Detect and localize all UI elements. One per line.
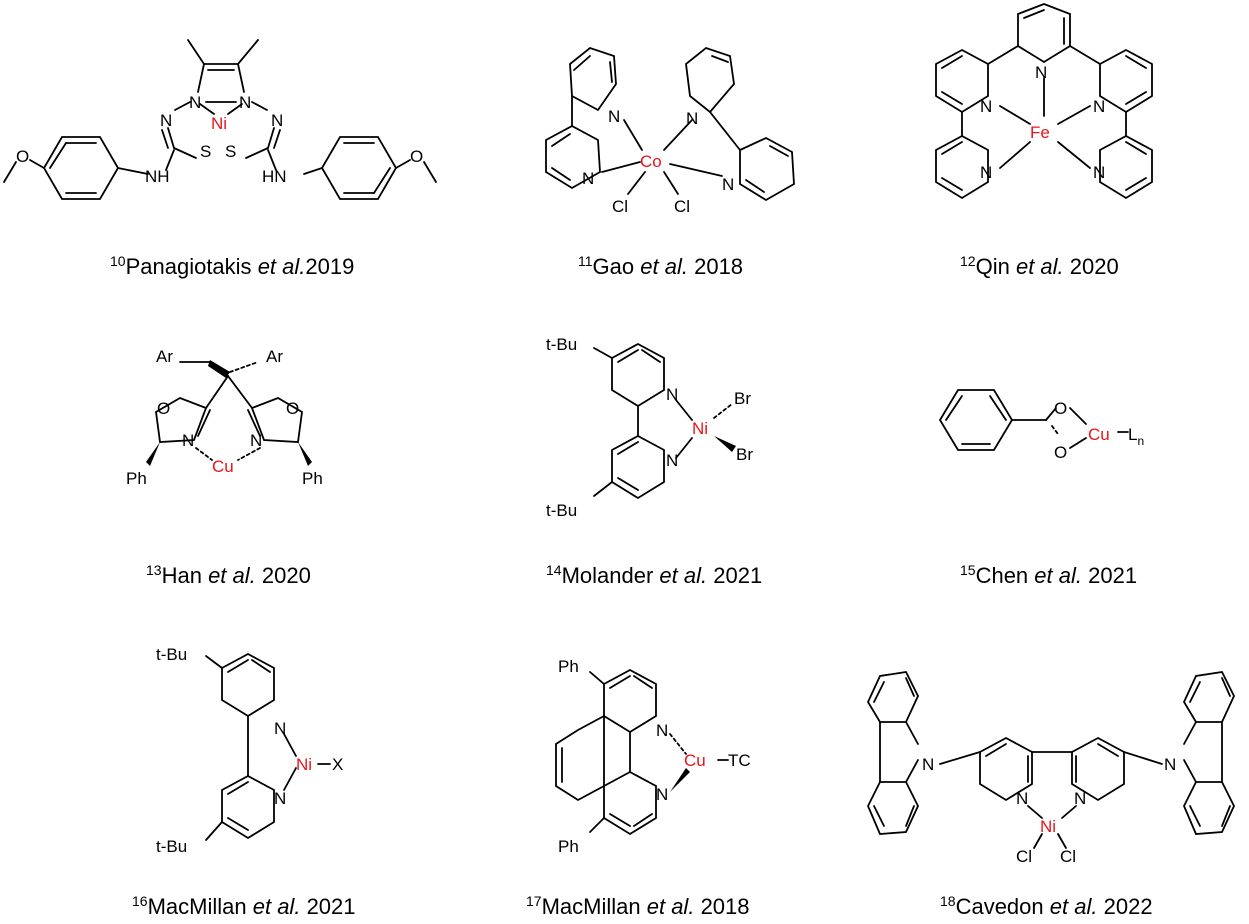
atom-label: N xyxy=(239,93,251,112)
structure-chen-2021: O O Cu Ln xyxy=(938,389,1144,462)
atom-label: N xyxy=(922,755,934,774)
atom-label: Ph xyxy=(302,469,323,488)
caption-han: 13Han et al. 2020 xyxy=(146,562,311,588)
atom-label: N xyxy=(182,431,194,450)
atom-label: Ln xyxy=(1128,425,1144,448)
atom-label: O xyxy=(286,399,299,418)
atom-label: Ph xyxy=(558,837,579,856)
atom-label: N xyxy=(656,721,668,740)
structure-cavedon-2022: N N N N Ni Cl Cl xyxy=(866,671,1235,866)
atom-label: N xyxy=(666,385,678,404)
atom-label: O xyxy=(1054,399,1067,418)
atom-label: Cl xyxy=(674,197,690,216)
caption-qin: 12Qin et al. 2020 xyxy=(960,253,1119,279)
atom-label: O xyxy=(16,147,29,166)
atom-label: Ph xyxy=(558,657,579,676)
atom-label: N xyxy=(980,97,992,116)
atom-metal: Ni xyxy=(211,114,227,133)
atom-metal: Ni xyxy=(692,419,708,438)
atom-label: O xyxy=(157,399,170,418)
atom-label: N xyxy=(250,431,262,450)
atom-label: Cl xyxy=(612,197,628,216)
atom-label: Ph xyxy=(126,469,147,488)
atom-label: N xyxy=(608,107,620,126)
atom-label: Cl xyxy=(1060,847,1076,866)
atom-label: N xyxy=(980,163,992,182)
atom-metal: Cu xyxy=(1088,425,1110,444)
atom-label: t-Bu xyxy=(546,501,577,520)
atom-label: N xyxy=(189,93,201,112)
atom-label: X xyxy=(332,755,343,774)
atom-label: N xyxy=(686,109,698,128)
atom-label: S xyxy=(200,142,211,161)
atom-label: t-Bu xyxy=(156,837,187,856)
atom-label: N xyxy=(1035,63,1047,82)
atom-metal: Ni xyxy=(296,755,312,774)
atom-label: N xyxy=(656,785,668,804)
atom-label: N xyxy=(1016,789,1028,808)
caption-chen: 15Chen et al. 2021 xyxy=(960,562,1137,588)
caption-panagiotakis: 10Panagiotakis et al.2019 xyxy=(110,253,354,279)
atom-label: t-Bu xyxy=(546,335,577,354)
atom-label: Br xyxy=(736,445,753,464)
atom-metal: Cu xyxy=(212,457,234,476)
atom-metal: Cu xyxy=(684,751,706,770)
structure-qin-2020: N N N Fe N N xyxy=(935,3,1153,200)
structure-gao-2018: N N N N Co Cl Cl xyxy=(545,46,795,216)
atom-label: HN xyxy=(262,167,287,186)
atom-label: N xyxy=(582,169,594,188)
atom-label: S xyxy=(225,142,236,161)
atom-metal: Ni xyxy=(1040,817,1056,836)
structure-macmillan-2018: Ph N Cu N TC Ph xyxy=(555,657,751,856)
atom-label: N xyxy=(274,719,286,738)
atom-label: Ar xyxy=(266,347,283,366)
atom-label: TC xyxy=(728,751,751,770)
atom-label: O xyxy=(410,147,423,166)
caption-gao: 11Gao et al. 2018 xyxy=(578,253,743,279)
atom-label: NH xyxy=(145,167,170,186)
caption-macmillan-2018: 17MacMillan et al. 2018 xyxy=(526,893,750,919)
atom-label: N xyxy=(1164,755,1176,774)
atom-label: N xyxy=(160,111,172,130)
atom-label: N xyxy=(1074,789,1086,808)
atom-label: N xyxy=(1093,97,1105,116)
atom-label: Ar xyxy=(156,347,173,366)
structure-molander-2021: t-Bu N Ni N Br Br t-Bu xyxy=(546,335,753,520)
atom-metal: Fe xyxy=(1030,123,1050,142)
atom-label: N xyxy=(722,175,734,194)
structure-han-2020: Ar Ar O O N N Cu Ph Ph xyxy=(126,347,323,488)
caption-molander: 14Molander et al. 2021 xyxy=(546,562,762,588)
atom-label: Br xyxy=(734,389,751,408)
structure-macmillan-2021: t-Bu N Ni N X t-Bu xyxy=(156,645,343,856)
atom-label: t-Bu xyxy=(156,645,187,664)
caption-macmillan-2021: 16MacMillan et al. 2021 xyxy=(132,893,356,919)
atom-label: N xyxy=(666,451,678,470)
caption-cavedon: 18Cavedon et al. 2022 xyxy=(940,893,1153,919)
atom-metal: Co xyxy=(640,152,662,171)
structure-panagiotakis-2019: N N N N Ni S S NH HN O O xyxy=(3,39,437,200)
atom-label: N xyxy=(1093,163,1105,182)
atom-label: N xyxy=(271,111,283,130)
atom-label: N xyxy=(274,789,286,808)
atom-label: O xyxy=(1054,443,1067,462)
atom-label: Cl xyxy=(1016,847,1032,866)
